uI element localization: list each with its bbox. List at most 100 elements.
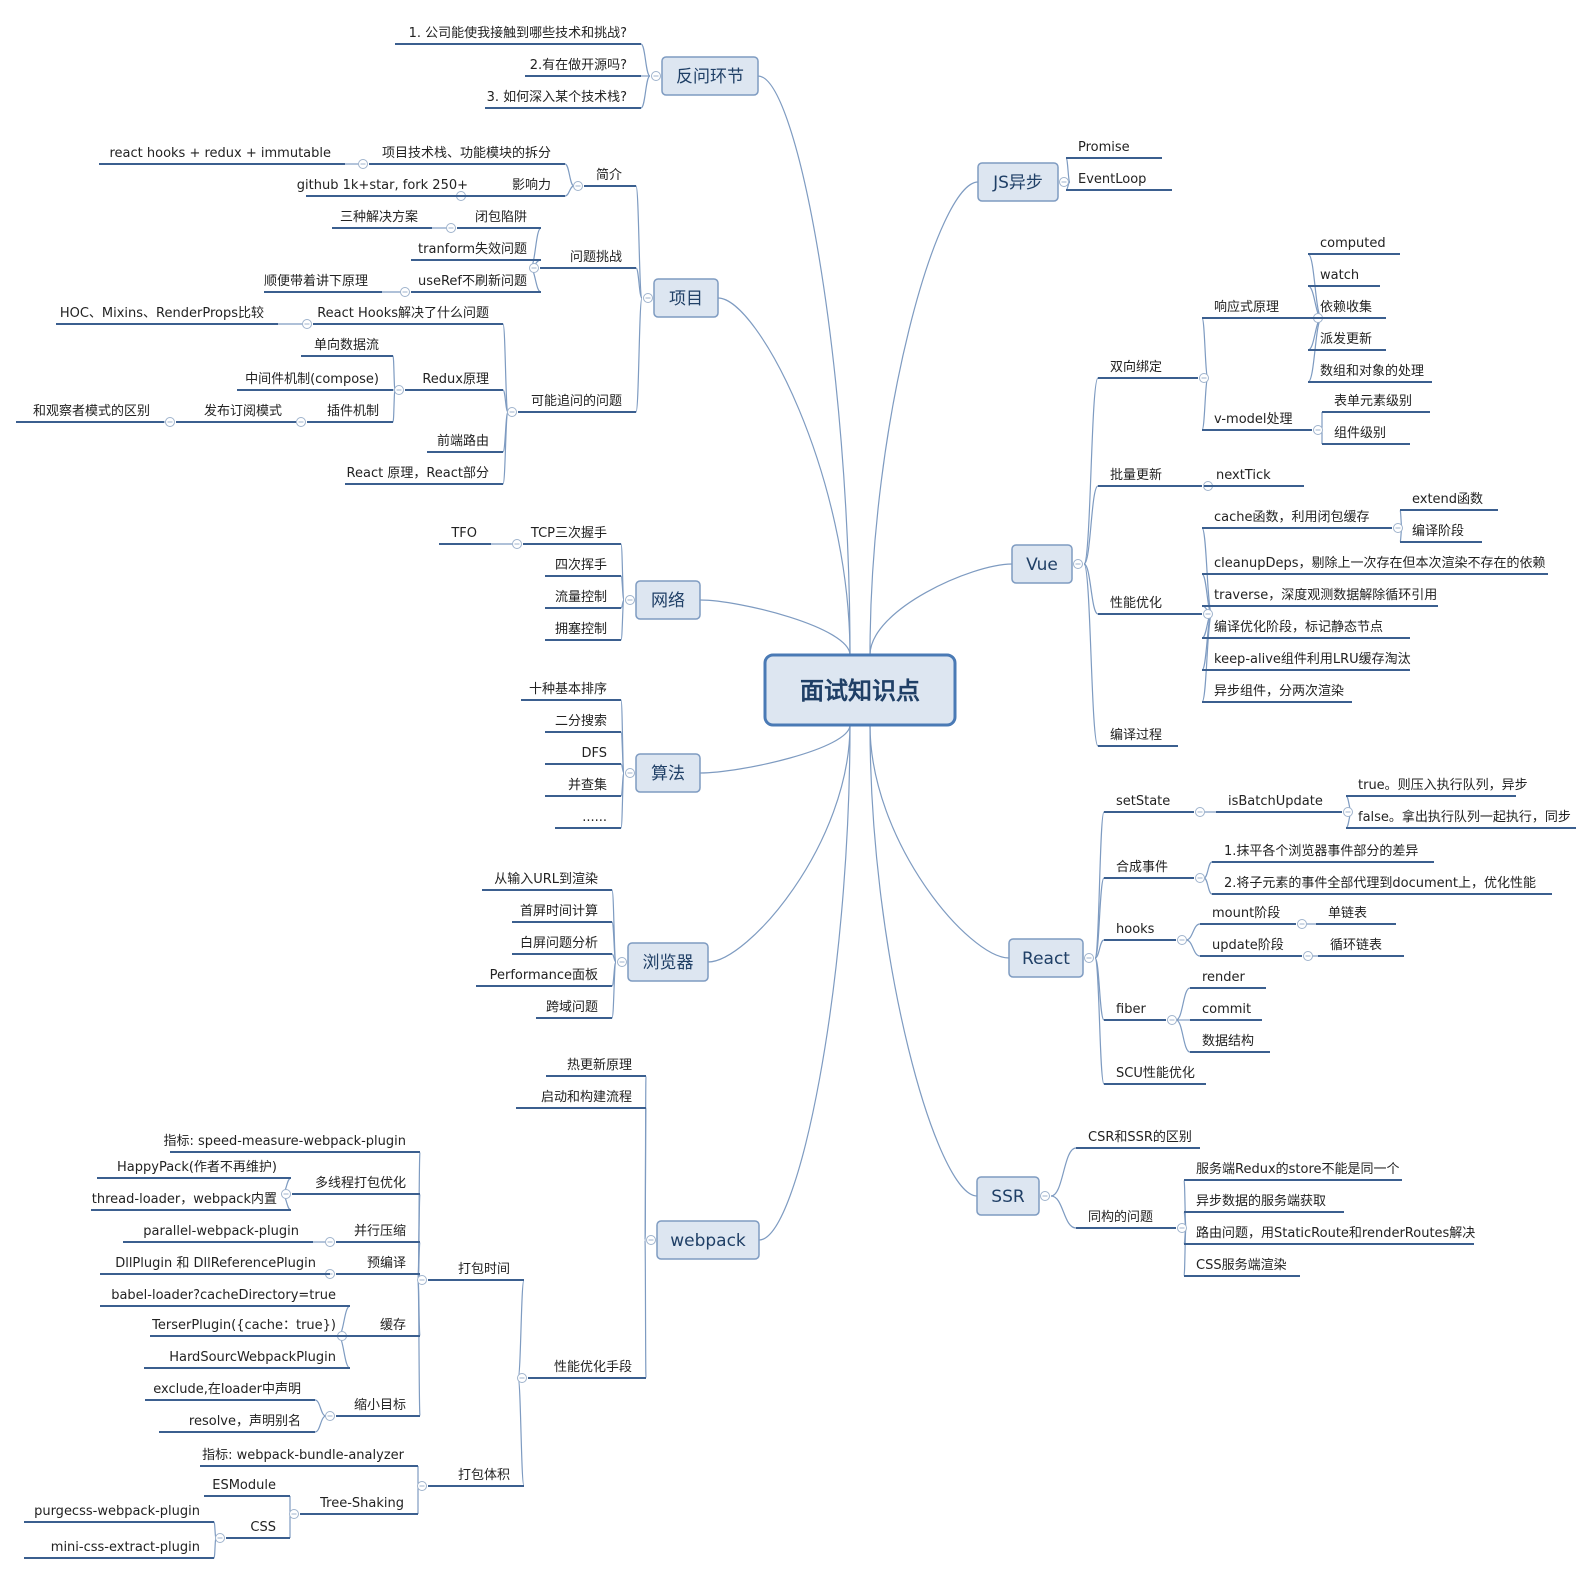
node-react-0[interactable]: setState — [1104, 794, 1205, 817]
node-react-2-0-0[interactable]: 单链表 — [1316, 906, 1396, 925]
node-liulanqi-0[interactable]: 从输入URL到渲染 — [482, 871, 612, 891]
node-collapse-toggle[interactable] — [1313, 425, 1323, 435]
node-vue-2-0-1[interactable]: 编译阶段 — [1400, 524, 1482, 543]
node-xiangmu-2-1-2[interactable]: 插件机制 — [296, 404, 394, 427]
node-collapse-toggle[interactable] — [289, 1509, 299, 1519]
branch-ssr[interactable]: SSR — [976, 1176, 1050, 1216]
node-webpack-2[interactable]: 性能优化手段 — [517, 1360, 647, 1383]
node-collapse-toggle[interactable] — [573, 181, 583, 191]
node-collapse-toggle[interactable] — [400, 287, 410, 297]
node-vue-2-5[interactable]: 异步组件，分两次渲染 — [1202, 683, 1352, 703]
node-liulanqi-3[interactable]: Performance面板 — [476, 968, 612, 987]
node-vue-3[interactable]: 编译过程 — [1098, 728, 1178, 747]
node-webpack-2-1-1-0[interactable]: ESModule — [204, 1478, 290, 1497]
node-xiangmu-1-0[interactable]: 闭包陷阱 — [446, 210, 542, 233]
node-wangluo-0-0[interactable]: TFO — [439, 526, 491, 545]
node-webpack-2-0-5-1[interactable]: resolve，声明别名 — [159, 1413, 315, 1433]
node-collapse-toggle[interactable] — [417, 1275, 427, 1285]
node-ssr-1-2[interactable]: 路由问题，用StaticRoute和renderRoutes解决 — [1184, 1225, 1475, 1245]
node-webpack-2-0-3[interactable]: 预编译 — [325, 1256, 421, 1279]
branch-collapse-toggle[interactable] — [617, 957, 627, 967]
node-xiangmu-2-1-0[interactable]: 单向数据流 — [301, 337, 393, 357]
node-collapse-toggle[interactable] — [281, 1189, 291, 1199]
node-xiangmu-1-1[interactable]: tranform失效问题 — [411, 242, 541, 261]
node-xiangmu-1-2[interactable]: useRef不刷新问题 — [400, 273, 542, 297]
node-xiangmu-2-0-0[interactable]: HOC、Mixins、RenderProps比较 — [56, 306, 278, 325]
node-xiangmu-2[interactable]: 可能追问的问题 — [507, 393, 637, 417]
node-vue-2-2[interactable]: traverse，深度观测数据解除循环引用 — [1202, 587, 1438, 607]
node-collapse-toggle[interactable] — [1199, 373, 1209, 383]
node-collapse-toggle[interactable] — [1203, 609, 1213, 619]
node-webpack-2-0-0[interactable]: 指标: speed-measure-webpack-plugin — [163, 1134, 420, 1153]
node-fanwen-1[interactable]: 2.有在做开源吗? — [525, 58, 641, 77]
node-wangluo-2[interactable]: 流量控制 — [545, 590, 621, 609]
node-react-4[interactable]: SCU性能优化 — [1104, 1066, 1206, 1085]
node-liulanqi-4[interactable]: 跨域问题 — [536, 1000, 612, 1019]
node-vue-0-0[interactable]: 响应式原理 — [1202, 299, 1323, 323]
node-xiangmu-0[interactable]: 简介 — [573, 167, 637, 191]
node-wangluo-1[interactable]: 四次挥手 — [545, 557, 621, 577]
node-ssr-0[interactable]: CSR和SSR的区别 — [1076, 1129, 1200, 1149]
node-webpack-2-0-4-1[interactable]: TerserPlugin({cache：true}) — [150, 1318, 350, 1337]
node-wangluo-0[interactable]: TCP三次握手 — [512, 525, 622, 549]
root-node[interactable]: 面试知识点 — [763, 653, 957, 727]
node-xiangmu-1-0-0[interactable]: 三种解决方案 — [332, 209, 432, 229]
node-react-2-1[interactable]: update阶段 — [1200, 938, 1313, 961]
node-suanfa-4[interactable]: ...... — [555, 810, 621, 829]
branch-wangluo[interactable]: 网络 — [625, 580, 701, 620]
branch-xiangmu[interactable]: 项目 — [643, 278, 719, 318]
node-collapse-toggle[interactable] — [1177, 935, 1187, 945]
branch-jsasync[interactable]: JS异步 — [977, 162, 1069, 202]
node-webpack-2-0-5[interactable]: 缩小目标 — [325, 1397, 421, 1421]
node-react-3-0[interactable]: render — [1190, 970, 1266, 989]
node-react-2-0[interactable]: mount阶段 — [1200, 906, 1307, 929]
node-ssr-1-3[interactable]: CSS服务端渲染 — [1184, 1257, 1300, 1277]
node-webpack-2-0-4-2[interactable]: HardSourcWebpackPlugin — [144, 1350, 350, 1369]
node-collapse-toggle[interactable] — [165, 417, 175, 427]
node-vue-2-1[interactable]: cleanupDeps，剔除上一次存在但本次渲染不存在的依赖 — [1202, 555, 1548, 575]
branch-webpack[interactable]: webpack — [646, 1220, 760, 1260]
branch-vue[interactable]: Vue — [1011, 544, 1083, 584]
branch-collapse-toggle[interactable] — [646, 1235, 656, 1245]
branch-fanwen[interactable]: 反问环节 — [651, 56, 759, 96]
node-webpack-2-1-1-1-1[interactable]: mini-css-extract-plugin — [24, 1540, 214, 1559]
node-xiangmu-2-1-2-0-0[interactable]: 和观察者模式的区别 — [16, 403, 164, 423]
node-collapse-toggle[interactable] — [1343, 807, 1353, 817]
node-vue-1[interactable]: 批量更新 — [1098, 467, 1213, 491]
node-vue-0-0-3[interactable]: 派发更新 — [1308, 331, 1386, 351]
node-collapse-toggle[interactable] — [358, 159, 368, 169]
node-vue-0-0-1[interactable]: watch — [1308, 268, 1380, 287]
branch-collapse-toggle[interactable] — [1084, 953, 1094, 963]
node-collapse-toggle[interactable] — [1195, 807, 1205, 817]
node-webpack-2-0-1-0[interactable]: HappyPack(作者不再维护) — [97, 1160, 291, 1179]
node-react-2-1-0[interactable]: 循环链表 — [1318, 938, 1404, 957]
node-wangluo-3[interactable]: 拥塞控制 — [545, 621, 621, 641]
node-webpack-2-1-1-1-0[interactable]: purgecss-webpack-plugin — [24, 1504, 214, 1523]
node-collapse-toggle[interactable] — [215, 1533, 225, 1543]
node-webpack-2-0-2[interactable]: 并行压缩 — [325, 1223, 421, 1247]
node-xiangmu-2-1[interactable]: Redux原理 — [394, 372, 504, 395]
branch-collapse-toggle[interactable] — [1073, 559, 1083, 569]
node-collapse-toggle[interactable] — [1177, 1223, 1187, 1233]
node-collapse-toggle[interactable] — [507, 407, 517, 417]
node-fanwen-0[interactable]: 1. 公司能使我接触到哪些技术和挑战? — [395, 25, 641, 45]
node-vue-0-1-1[interactable]: 组件级别 — [1322, 426, 1410, 445]
node-collapse-toggle[interactable] — [529, 263, 539, 273]
node-react-1-0[interactable]: 1.抹平各个浏览器事件部分的差异 — [1212, 843, 1434, 863]
node-react-0-0[interactable]: isBatchUpdate — [1216, 794, 1353, 817]
node-ssr-1-0[interactable]: 服务端Redux的store不能是同一个 — [1184, 1161, 1402, 1181]
node-vue-2-0[interactable]: cache函数，利用闭包缓存 — [1202, 510, 1403, 533]
node-webpack-2-1-0[interactable]: 指标: webpack-bundle-analyzer — [200, 1448, 418, 1467]
node-collapse-toggle[interactable] — [1167, 1015, 1177, 1025]
node-webpack-0[interactable]: 热更新原理 — [546, 1057, 646, 1077]
node-webpack-2-1-1-1[interactable]: CSS — [215, 1520, 291, 1543]
node-vue-0[interactable]: 双向绑定 — [1098, 359, 1209, 383]
node-vue-2-3[interactable]: 编译优化阶段，标记静态节点 — [1202, 620, 1410, 639]
node-webpack-2-0-2-0[interactable]: parallel-webpack-plugin — [123, 1224, 313, 1243]
node-collapse-toggle[interactable] — [446, 223, 456, 233]
branch-collapse-toggle[interactable] — [1059, 177, 1069, 187]
node-collapse-toggle[interactable] — [1195, 873, 1205, 883]
node-webpack-2-0-1[interactable]: 多线程打包优化 — [281, 1175, 421, 1199]
node-collapse-toggle[interactable] — [517, 1373, 527, 1383]
node-xiangmu-2-0[interactable]: React Hooks解决了什么问题 — [302, 306, 504, 329]
